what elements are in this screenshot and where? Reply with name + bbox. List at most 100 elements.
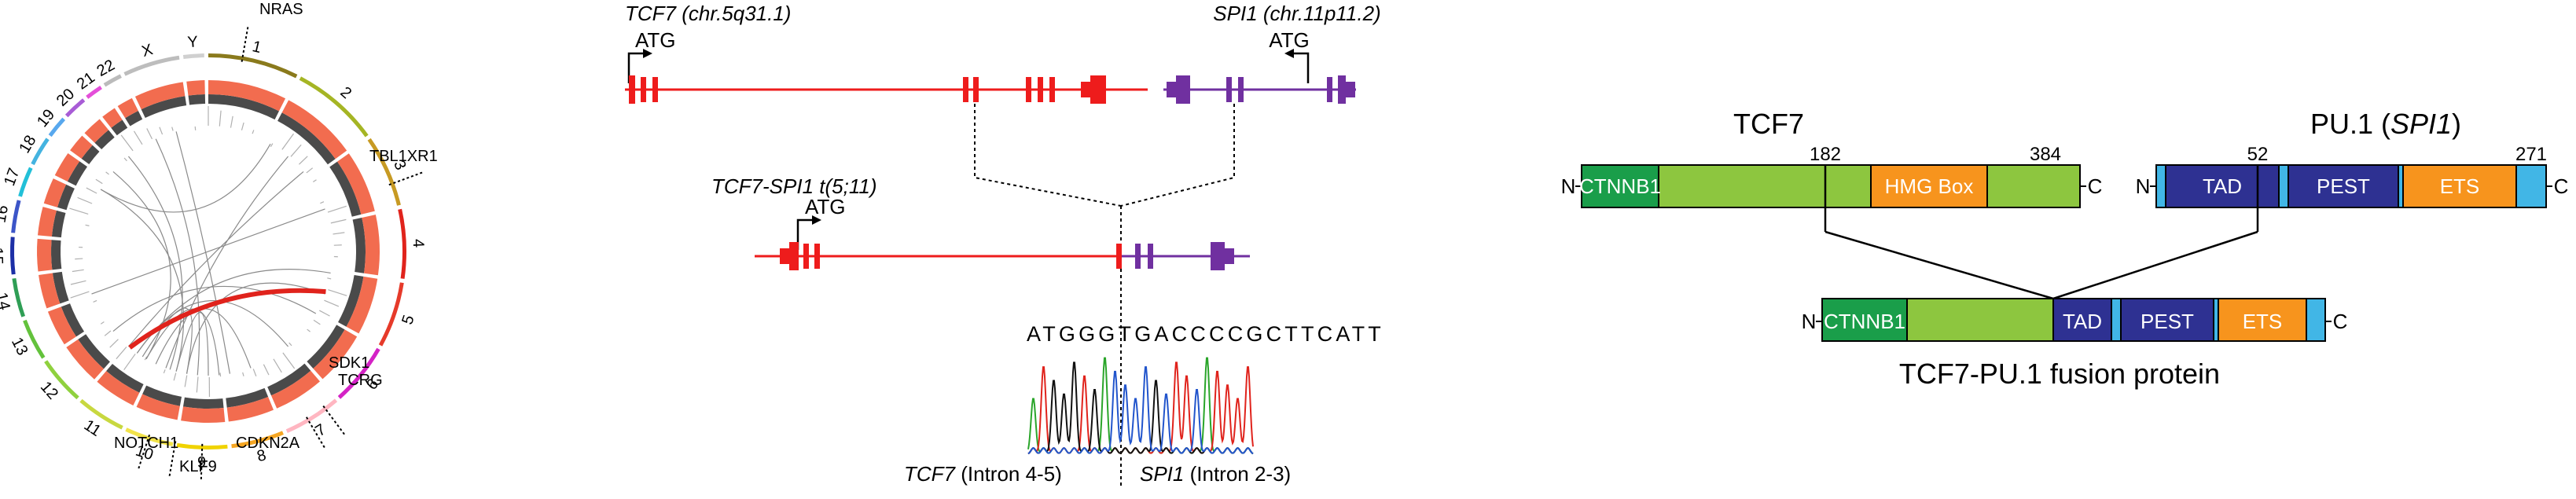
gene-label-tbl1xr1: TBL1XR1 [369,148,438,165]
snv-tick [320,202,324,204]
tad-label: TAD [2203,174,2242,198]
snv-tick [164,369,165,373]
fusion-ctnnb1-label: CTNNB1 [1824,310,1905,333]
chromosome-X-ideogram [123,56,179,76]
chromosome-7-ideogram [286,398,337,433]
spi1-gene-label: SPI1 (chr.11p11.2) [1213,2,1380,25]
snv-tick [110,339,119,347]
tcf7-intron-label: TCF7 (Intron 4-5) [904,462,1062,486]
snv-tick [282,134,294,149]
chromosome-22-label: 22 [94,57,118,80]
chromosome-14-label: 14 [0,291,13,312]
fusion-n-terminus: N [1802,310,1817,333]
chromosome-2-cnv [282,100,347,159]
pu1-protein-title: PU.1 (SPI1) [2310,108,2461,140]
snv-tick [124,158,127,161]
gene-label-tcrg: TCRG [338,372,383,389]
fusion-tad-label: TAD [2063,310,2102,333]
snv-tick [241,123,244,130]
pu1-n-terminus: N [2136,174,2151,198]
chromosome-18-label: 18 [16,132,39,156]
snv-tick [253,369,256,376]
snv-tick [71,292,90,298]
chromosome-15-track [51,240,61,270]
snv-tick [324,300,338,306]
pu1-pos-52: 52 [2247,144,2269,165]
ets-label: ETS [2440,174,2480,198]
tcf7-n-terminus: N [1561,174,1576,198]
snv-tick [252,130,254,134]
tcf7-pos-182: 182 [1810,144,1841,165]
snv-tick [331,219,346,223]
snv-tick [160,127,163,134]
spi1-atg-label: ATG [1269,28,1310,52]
sv-link [101,144,270,212]
snv-tick [86,188,97,193]
gene-label-klf9: KLF9 [179,458,217,475]
fusion-connector-lines [1825,232,2258,299]
chromosome-16-label: 16 [0,204,12,224]
pu1-c-terminus: C [2554,174,2569,198]
snv-tick [121,135,133,151]
chromosome-16-ideogram [11,200,20,233]
chromosome-12-label: 12 [37,378,61,402]
fusion-ets-label: ETS [2243,310,2283,333]
chromosome-5-label: 5 [399,313,417,327]
chromosome-2-label: 2 [336,83,355,102]
chromosome-Y-cnv [186,80,205,96]
snv-tick [124,354,136,369]
sv-link [176,131,230,373]
fusion-atg-label: ATG [805,195,846,218]
spi1-gene-structure [1163,75,1356,104]
ctnnb1-label: CTNNB1 [1579,174,1661,198]
snv-tick [289,343,292,346]
fusion-c-terminus: C [2333,310,2348,333]
chromosome-13-label: 13 [8,335,31,358]
snv-tick [69,208,88,214]
snv-tick [195,127,196,130]
snv-tick [71,281,86,284]
snv-tick [328,206,347,212]
chromosome-17-label: 17 [1,166,23,189]
chromosome-Y-label: Y [187,33,199,51]
breakpoint-sequence: ATGGGTGACCCCGCTTCATTTT [1027,322,1384,346]
gene-leader [242,27,248,61]
fusion-tcf7-body [1907,299,2053,341]
snv-tick [78,197,92,204]
snv-tick [106,172,109,174]
snv-tick [333,233,344,234]
protein-diagram: TCF7 PU.1 (SPI1) N CTNNB1 HMG Box C 182 … [1541,0,2576,495]
tcf7-protein-title: TCF7 [1733,108,1804,140]
snv-tick [270,144,273,147]
snv-tick [94,300,97,302]
tcf7-pos-384: 384 [2030,144,2061,165]
pu1-pos-271: 271 [2515,144,2547,165]
protein-panel: TCF7 PU.1 (SPI1) N CTNNB1 HMG Box C 182 … [1541,0,2576,495]
snv-tick [314,320,320,324]
sv-link [92,209,325,294]
breakpoint-connectors [975,104,1234,487]
snv-tick [185,376,187,387]
snv-tick [243,372,244,376]
snv-tick [101,322,104,325]
fusion-gene-structure [755,242,1250,270]
snv-tick [274,359,281,372]
genomic-diagram: TCF7 (chr.5q31.1) ATG SPI1 (chr.11p11.2)… [597,0,1384,495]
tcf7-c-terminus: C [2088,174,2103,198]
chromosome-Y-ideogram [183,53,204,59]
chromosome-1-ideogram [208,53,297,78]
snv-tick [172,127,173,131]
snv-tick [299,156,307,164]
chromosome-5-ideogram [379,282,404,346]
snv-tick [291,145,301,156]
tcf7-gene-structure [625,75,1148,104]
gene-leader [389,173,422,185]
snv-tick [147,128,153,138]
snv-tick [230,116,233,128]
sv-link [166,156,288,369]
chromosome-9-cnv [181,406,225,423]
fusion-protein-caption: TCF7-PU.1 fusion protein [1899,358,2220,390]
chromosome-9-track [183,398,224,409]
gene-label-nras: NRAS [259,1,303,18]
